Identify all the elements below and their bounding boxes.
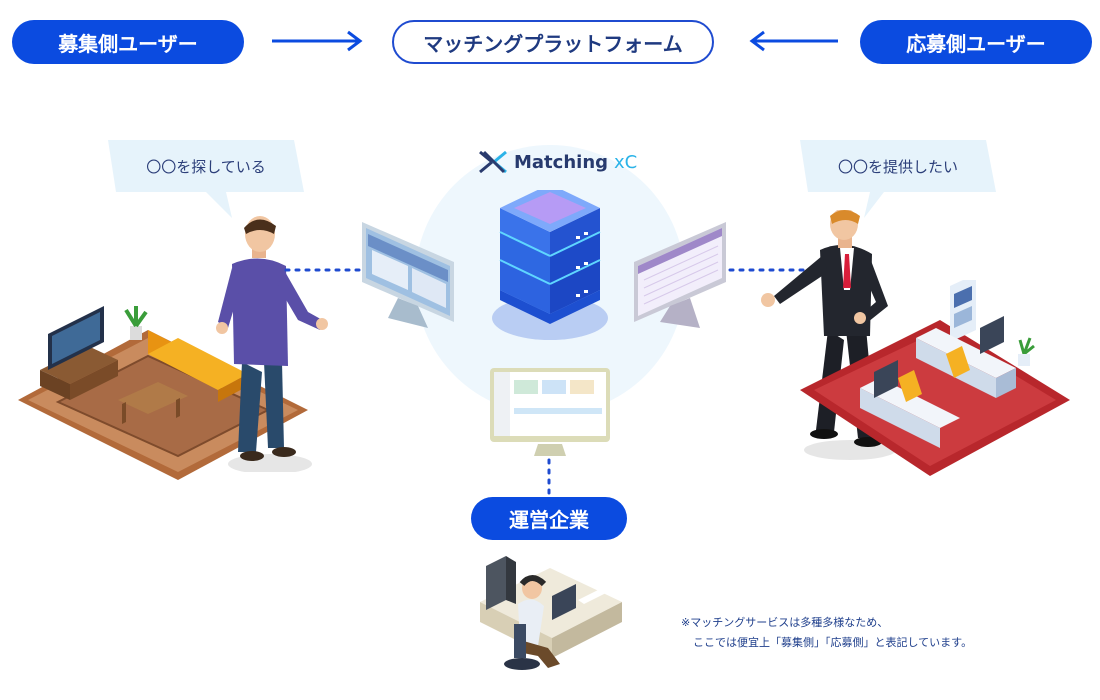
footnote: ※マッチングサービスは多種多様なため、 ここでは便宜上「募集側」「応募側」と表記… — [681, 613, 972, 653]
connector-bottom — [547, 458, 551, 498]
operator-office-illustration — [480, 556, 622, 670]
brand-suffix: xC — [614, 151, 638, 173]
arrow-left-icon — [749, 30, 838, 52]
speech-bubble-right-text: 〇〇を提供したい — [837, 157, 958, 176]
speech-bubble-shape — [108, 140, 304, 218]
brand-name: Matching — [514, 151, 609, 173]
speech-bubble-shape — [800, 140, 996, 218]
living-room-illustration — [18, 306, 308, 480]
speech-bubble-left-text: 〇〇を探している — [146, 157, 266, 176]
brand-logo: Matching xC — [478, 150, 637, 174]
operator-monitor-illustration — [490, 368, 610, 456]
left-monitor-illustration — [362, 222, 454, 328]
speech-bubble-right: 〇〇を提供したい — [800, 140, 996, 220]
footnote-line-1: ※マッチングサービスは多種多様なため、 — [681, 616, 889, 629]
speech-bubble-left: 〇〇を探している — [108, 140, 304, 220]
operator-company-label: 運営企業 — [471, 497, 627, 540]
right-monitor-illustration — [634, 222, 726, 328]
brand-mark-icon — [479, 150, 507, 174]
connector-left — [284, 268, 362, 272]
server-stack-icon — [492, 190, 608, 340]
office-illustration — [800, 280, 1070, 476]
matching-platform-label: マッチングプラットフォーム — [392, 20, 714, 64]
arrow-right-icon — [272, 30, 363, 52]
connector-right — [728, 268, 806, 272]
applicant-user-label: 応募側ユーザー — [860, 20, 1092, 64]
recruiter-user-label: 募集側ユーザー — [12, 20, 244, 64]
footnote-line-2: ここでは便宜上「募集側」「応募側」と表記しています。 — [693, 636, 973, 649]
recruiter-person-illustration — [216, 216, 328, 472]
